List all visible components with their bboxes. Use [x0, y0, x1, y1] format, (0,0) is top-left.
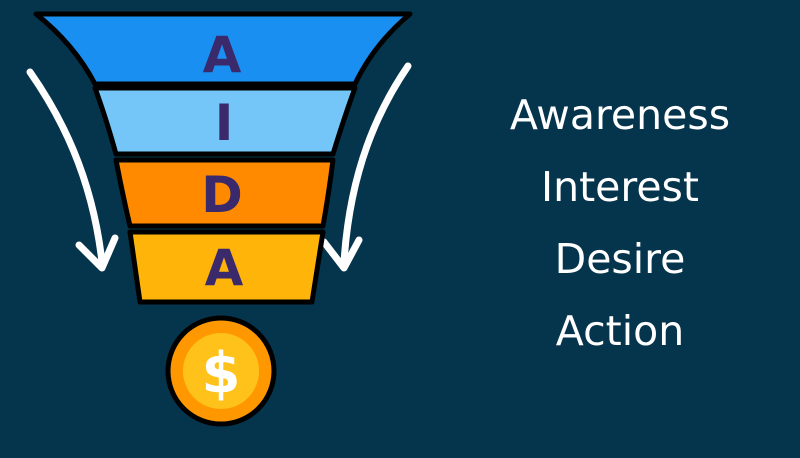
left-down-arrow-icon	[26, 68, 119, 272]
funnel-band-4	[127, 229, 326, 305]
funnel-letter-1: A	[203, 26, 242, 84]
funnel-level-action: A	[127, 229, 326, 305]
funnel-letter-2: I	[215, 94, 234, 152]
funnel-level-interest: I	[92, 85, 358, 157]
stage-label-action: Action	[555, 307, 685, 355]
coin-inner	[183, 333, 259, 409]
funnel-letter-3: D	[201, 166, 243, 224]
funnel-letter-4: A	[205, 239, 244, 297]
right-down-arrow-icon	[320, 62, 412, 272]
stage-label-desire: Desire	[554, 235, 686, 283]
aida-stage-list: Awareness Interest Desire Action	[470, 82, 770, 370]
stage-label-interest: Interest	[541, 163, 699, 211]
coin-symbol: $	[202, 341, 241, 406]
funnel-band-3	[113, 157, 336, 229]
dollar-coin-icon: $	[165, 315, 277, 427]
stage-label-awareness: Awareness	[509, 91, 731, 139]
funnel-level-desire: D	[113, 157, 336, 229]
funnel-level-awareness: A	[33, 11, 413, 87]
funnel-band-1	[33, 11, 413, 87]
funnel-band-2	[92, 85, 358, 157]
